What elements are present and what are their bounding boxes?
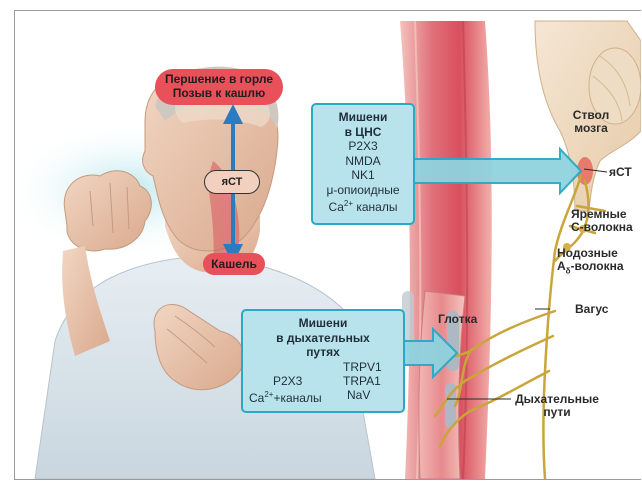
airways-label-2: пути	[511, 406, 603, 419]
airway-box-title-1: Мишени	[243, 316, 403, 331]
head-nts-badge: яСТ	[204, 170, 260, 194]
brainstem-label: Ствол мозга	[569, 109, 613, 135]
throat-tickle-label: Першение в горле	[155, 69, 283, 86]
cough-pill: Кашель	[203, 253, 265, 275]
pharynx-label: Глотка	[438, 313, 477, 326]
cns-box-title-1: Мишени	[313, 110, 413, 125]
airway-target-calcium: Ca2++каналы	[249, 388, 322, 406]
jugular-fibers-label: Яремные С-волокна	[571, 208, 633, 234]
illustration-frame: Першение в горле Позыв к кашлю яСТ Кашел…	[14, 10, 641, 480]
nodose-fibers-rest: -волокна	[571, 259, 624, 273]
nodose-fibers-label-2: Аδ-волокна	[557, 260, 624, 277]
cns-target-3: NK1	[313, 168, 413, 183]
airway-calcium-suffix: +каналы	[273, 391, 321, 405]
cns-box-title-2: в ЦНС	[313, 125, 413, 140]
jugular-fibers-label-2: С-волокна	[571, 221, 633, 234]
cns-target-4: μ-опиоидные	[313, 183, 413, 198]
cns-target-2: NMDA	[313, 154, 413, 169]
airways-label: Дыхательные пути	[511, 393, 603, 419]
airway-target-trpa1: TRPA1	[343, 374, 381, 389]
cns-target-1: P2X3	[313, 139, 413, 154]
airway-target-trpv1: TRPV1	[343, 360, 382, 375]
airway-target-nav: NaV	[347, 388, 370, 403]
head-nts-label: яСТ	[222, 176, 243, 188]
nodose-fibers-label: Нодозные Аδ-волокна	[557, 247, 624, 277]
airway-box-title-2: в дыхательных	[243, 331, 403, 346]
nts-label: яСТ	[609, 166, 632, 179]
vagus-label: Вагус	[575, 303, 608, 316]
cns-calcium-sup: 2+	[344, 199, 353, 208]
cns-targets-box: Мишени в ЦНС P2X3 NMDA NK1 μ-опиоидные C…	[311, 103, 415, 225]
cns-target-calcium: Ca2+ каналы	[313, 197, 413, 215]
nodose-fibers-main: А	[557, 259, 566, 273]
brainstem-label-2: мозга	[569, 122, 613, 135]
airway-targets-box: Мишени в дыхательных путях TRPV1 P2X3 TR…	[241, 309, 405, 413]
airway-target-list: TRPV1 P2X3 TRPA1 Ca2++каналы NaV	[243, 360, 403, 404]
cough-label: Кашель	[211, 257, 257, 271]
airway-box-title-3: путях	[243, 345, 403, 360]
cns-calcium-suffix: каналы	[353, 200, 397, 214]
urge-to-cough-pill: Першение в горле Позыв к кашлю	[155, 69, 283, 105]
airway-calcium-prefix: Ca	[249, 391, 264, 405]
urge-to-cough-label: Позыв к кашлю	[155, 86, 283, 100]
airway-target-p2x3: P2X3	[273, 374, 302, 389]
cns-calcium-prefix: Ca	[329, 200, 344, 214]
